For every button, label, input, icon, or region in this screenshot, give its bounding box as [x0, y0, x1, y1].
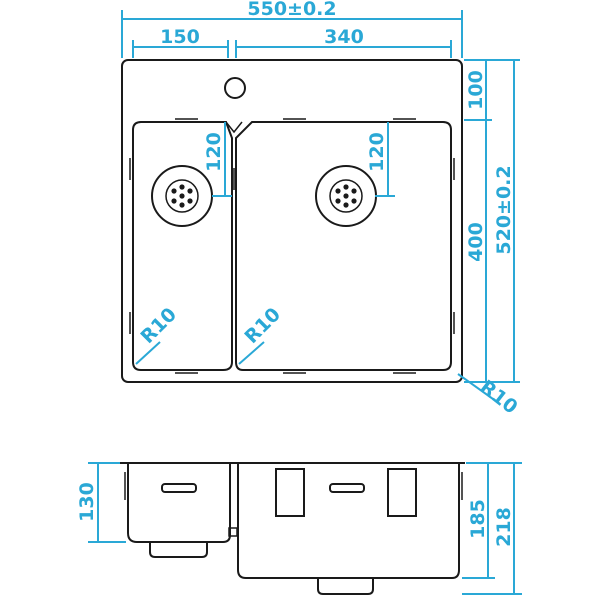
right-drain-icon — [315, 165, 377, 227]
tap-hole — [224, 77, 246, 99]
overall-height-label: 520±0.2 — [493, 165, 515, 254]
top-offset-label: 100 — [465, 70, 487, 110]
left-depth-label: 130 — [76, 482, 98, 522]
right-bowl-window-left — [275, 468, 305, 517]
total-depth-label: 218 — [493, 507, 515, 547]
left-outlet — [149, 542, 208, 558]
side-dimension-lines — [88, 462, 522, 595]
right-bowl-section — [237, 463, 460, 579]
right-overflow-slot — [329, 483, 365, 493]
bowl-height-label: 400 — [465, 222, 487, 262]
right-bowl-width-label: 340 — [324, 26, 364, 48]
left-bowl-width-label: 150 — [160, 26, 200, 48]
right-outlet — [317, 578, 374, 595]
right-radius-label: R10 — [240, 303, 285, 348]
sink-outline — [121, 59, 463, 383]
top-dimension-lines — [121, 10, 520, 405]
left-bowl-section — [127, 463, 231, 543]
left-bowl — [132, 121, 233, 371]
right-drain-offset-label: 120 — [366, 132, 388, 172]
top-view — [121, 59, 463, 383]
left-drain-offset-label: 120 — [203, 132, 225, 172]
left-overflow-slot — [161, 483, 197, 493]
overall-width-label: 550±0.2 — [247, 0, 336, 20]
left-drain-icon — [151, 165, 213, 227]
bowl-divider — [225, 121, 243, 134]
right-bowl-window-right — [387, 468, 417, 517]
rim-clips — [129, 118, 455, 374]
left-radius-label: R10 — [136, 303, 181, 348]
right-bowl — [235, 121, 452, 371]
side-view — [120, 462, 465, 595]
side-clips — [124, 472, 463, 537]
right-depth-label: 185 — [467, 499, 489, 539]
